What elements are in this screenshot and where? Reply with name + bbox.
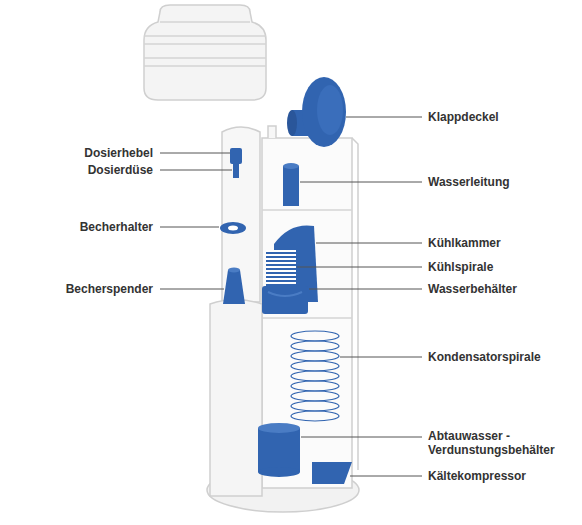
- cup-holder-hole: [228, 226, 238, 231]
- part-label: Becherspender: [66, 282, 153, 296]
- cooling-spiral-ground: [266, 250, 296, 290]
- part-label: Klappdeckel: [428, 110, 499, 124]
- part-label: Kondensatorspirale: [428, 350, 541, 364]
- flip-lid: [302, 77, 346, 147]
- side-wall: [352, 138, 358, 470]
- part-label: Becherhalter: [80, 220, 153, 234]
- part-label: Abtauwasser - Verdunstungsbehälter: [428, 429, 558, 457]
- lid-neck-end: [287, 110, 297, 136]
- flip-lid-inner: [317, 85, 343, 135]
- cup-dispenser-top: [228, 268, 240, 273]
- part-label: Kältekompressor: [428, 469, 526, 483]
- part-label: Wasserbehälter: [428, 282, 517, 296]
- condenser-coil: [291, 331, 339, 421]
- dosing-lever: [230, 148, 242, 164]
- evaporation-container-bottom: [258, 467, 300, 477]
- evaporation-container: [258, 428, 300, 472]
- water-tank-detail: [268, 292, 302, 296]
- evaporation-container-top: [258, 423, 300, 433]
- top-notch: [268, 126, 276, 138]
- part-label: Kühlkammer: [428, 236, 501, 250]
- water-tank: [262, 286, 308, 314]
- part-label: Dosierdüse: [88, 163, 153, 177]
- lower-body: [210, 300, 262, 497]
- part-label: Kühlspirale: [428, 260, 493, 274]
- water-bottle: [144, 5, 266, 100]
- part-label: Dosierhebel: [84, 146, 153, 160]
- bottle-ridges: [144, 22, 266, 66]
- cup-holder: [220, 222, 246, 234]
- water-pipe-top: [283, 163, 299, 169]
- part-label: Wasserleitung: [428, 175, 510, 189]
- interior-shelves: [262, 210, 352, 318]
- cup-dispenser: [223, 270, 245, 304]
- cooling-spiral: [266, 253, 296, 285]
- water-pipe: [283, 166, 299, 206]
- dosing-nozzle: [233, 164, 239, 178]
- leader-lines: [160, 117, 422, 476]
- compressor: [312, 462, 352, 484]
